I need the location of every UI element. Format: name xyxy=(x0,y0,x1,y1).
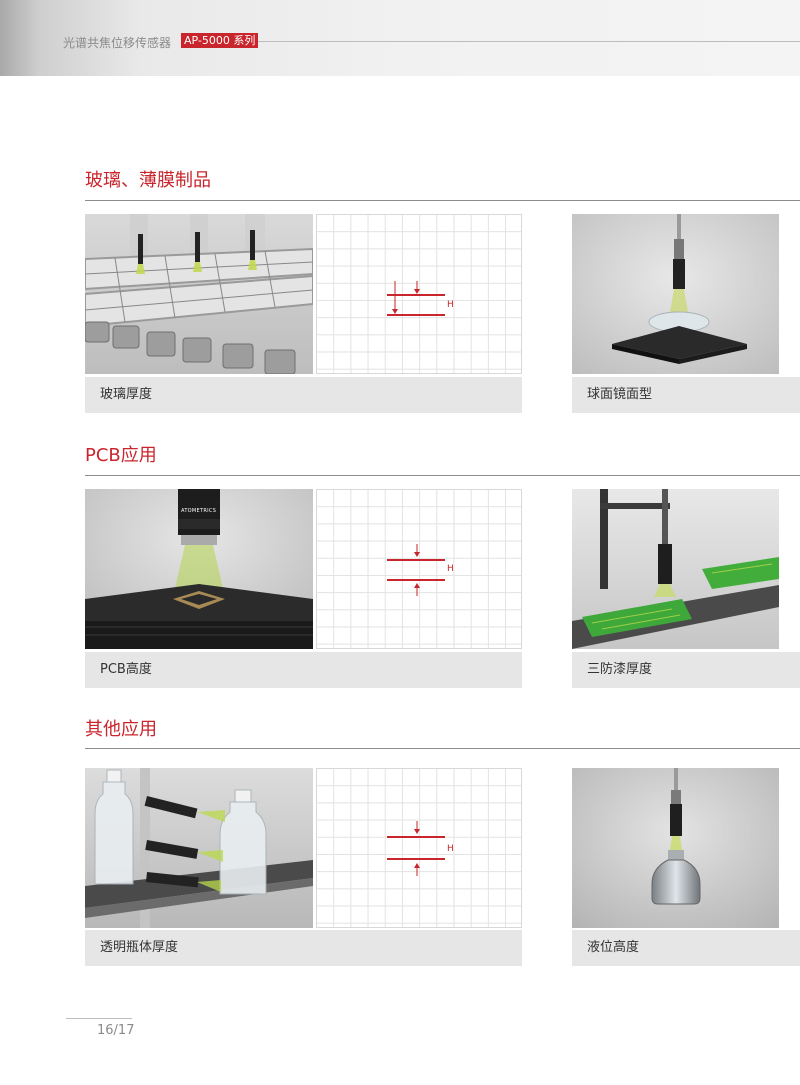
diagram-label-h: H xyxy=(447,844,454,854)
caption-bottle-thickness: 透明瓶体厚度 xyxy=(85,930,522,966)
section-title-glass: 玻璃、薄膜制品 xyxy=(85,170,211,191)
section-title-pcb: PCB应用 xyxy=(85,445,157,466)
caption-liquid-level: 液位高度 xyxy=(572,930,800,966)
section-rule-glass xyxy=(85,200,800,201)
transparent-bottle-photo xyxy=(85,768,313,928)
liquid-level-photo xyxy=(572,768,779,928)
glass-thickness-diagram: H xyxy=(316,214,522,374)
bottle-thickness-diagram: H xyxy=(316,768,522,928)
conformal-coating-photo xyxy=(572,489,779,649)
caption-glass-thickness: 玻璃厚度 xyxy=(85,377,522,413)
pcb-height-diagram: H xyxy=(316,489,522,649)
section-rule-other xyxy=(85,748,800,749)
caption-conformal-coating: 三防漆厚度 xyxy=(572,652,800,688)
page-header: 光谱共焦位移传感器 AP-5000 系列 xyxy=(0,0,800,76)
header-divider xyxy=(258,41,800,42)
sensor-brand-label: ATOMETRICS xyxy=(181,508,217,514)
caption-spherical-mirror: 球面镜面型 xyxy=(572,377,800,413)
diagram-label-h: H xyxy=(447,300,454,310)
section-title-other: 其他应用 xyxy=(85,719,157,740)
footer-divider xyxy=(66,1018,132,1019)
diagram-label-h: H xyxy=(447,564,454,574)
spherical-mirror-photo xyxy=(572,214,779,374)
pcb-height-photo: ATOMETRICS xyxy=(85,489,313,649)
glass-thickness-photo xyxy=(85,214,313,374)
thickness-diagram-svg xyxy=(387,281,445,316)
caption-pcb-height: PCB高度 xyxy=(85,652,522,688)
page-number: 16/17 xyxy=(97,1023,135,1038)
header-series-badge: AP-5000 系列 xyxy=(181,33,259,48)
section-rule-pcb xyxy=(85,475,800,476)
header-title: 光谱共焦位移传感器 xyxy=(63,36,172,50)
